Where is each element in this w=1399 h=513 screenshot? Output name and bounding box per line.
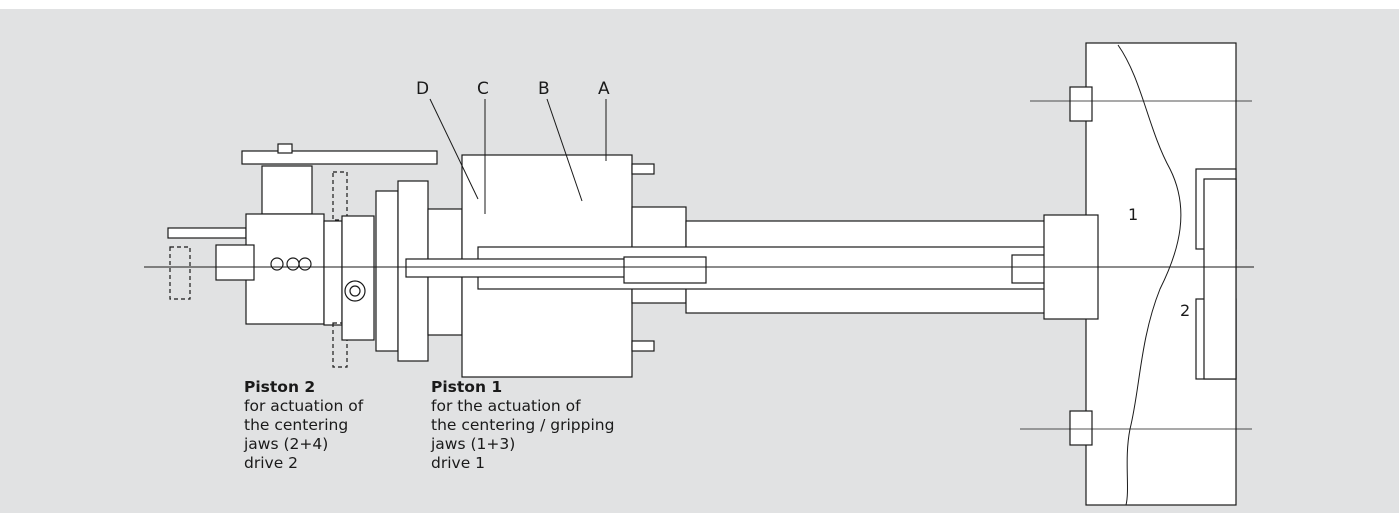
piston2-hub [341, 215, 375, 341]
leader-d [429, 98, 479, 200]
piston2-line-1: for actuation of [244, 397, 364, 415]
piston1-top-bolt [631, 163, 655, 175]
piston2-upper-block [261, 165, 313, 215]
top-arm [241, 150, 438, 165]
chuck-top-clamp [1069, 86, 1093, 122]
chuck-face-plate [1203, 178, 1237, 380]
label-d: D [416, 79, 429, 99]
label-a: A [598, 79, 610, 99]
piston1-line-3: jaws (1+3) [431, 435, 516, 453]
piston1-line-1: for the actuation of [431, 397, 581, 415]
chuck-cross-section-drawing: D C B A 1 2 [144, 42, 1254, 506]
technical-drawing-figure: D C B A 1 2 Piston 2 for actuation of th… [0, 9, 1399, 513]
left-dashed-box [169, 246, 191, 300]
piston1-heading: Piston 1 [431, 378, 503, 396]
chuck-bottom-clamp [1069, 410, 1093, 446]
piston2-callout: Piston 2 for actuation of the centering … [244, 378, 363, 473]
label-jaw-2: 2 [1180, 301, 1190, 320]
draw-rod-head-left [623, 256, 707, 284]
label-b: B [538, 79, 550, 99]
label-jaw-1: 1 [1128, 205, 1138, 224]
piston2-bolt-inner [349, 285, 361, 297]
piston2-dashed-bar-lower [332, 322, 348, 368]
piston1-bottom-bolt [631, 340, 655, 352]
label-c: C [477, 79, 489, 99]
leader-b [546, 98, 583, 202]
top-arm-cap [277, 143, 293, 154]
piston2-screw-3 [286, 257, 300, 271]
piston1-callout: Piston 1 for the actuation of the center… [431, 378, 614, 473]
piston2-flange [323, 220, 343, 326]
piston2-connector [215, 244, 255, 281]
mid-flange-1 [375, 190, 399, 352]
piston1-line-2: the centering / gripping [431, 416, 615, 434]
left-rod [167, 227, 247, 239]
piston2-heading: Piston 2 [244, 378, 316, 396]
piston2-dashed-bar-upper [332, 171, 348, 221]
piston2-screw-2 [298, 257, 312, 271]
piston1-line-4: drive 1 [431, 454, 486, 472]
chuck-break-contour [1117, 44, 1182, 506]
piston2-screw-1 [270, 257, 284, 271]
piston2-body [245, 213, 325, 325]
piston2-line-2: the centering [244, 416, 349, 434]
piston2-line-3: jaws (2+4) [244, 435, 329, 453]
piston2-line-4: drive 2 [244, 454, 299, 472]
draw-rod [405, 258, 647, 278]
